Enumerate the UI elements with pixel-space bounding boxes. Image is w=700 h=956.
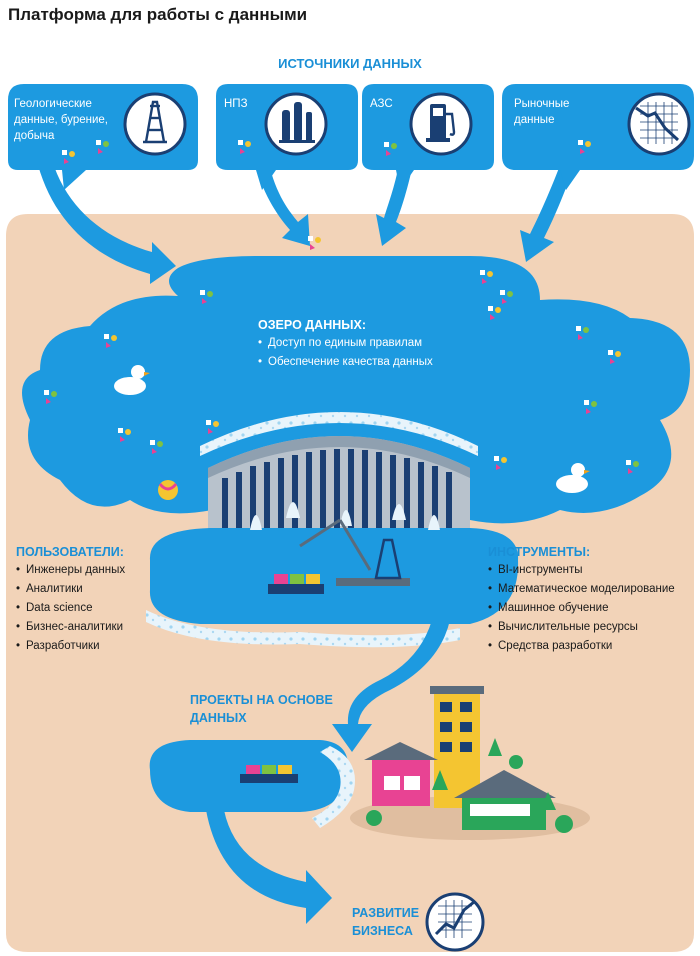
list-item: Data science xyxy=(16,599,125,618)
fountains xyxy=(250,502,440,530)
data-lake-cloud xyxy=(22,256,690,524)
business-heading: РАЗВИТИЕ БИЗНЕСА xyxy=(352,904,419,940)
list-item: Бизнес-аналитики xyxy=(16,618,125,637)
list-item: Доступ по единым правилам xyxy=(258,334,433,353)
list-item: Аналитики xyxy=(16,580,125,599)
projects-heading-line2: ДАННЫХ xyxy=(190,711,247,725)
list-item: Обеспечение качества данных xyxy=(258,353,433,372)
reservoir-foam xyxy=(146,610,460,648)
users-heading: ПОЛЬЗОВАТЕЛИ: xyxy=(16,545,124,559)
projects-heading: ПРОЕКТЫ НА ОСНОВЕ ДАННЫХ xyxy=(190,691,333,727)
source-label-fuel: АЗС xyxy=(370,98,393,110)
tools-list: BI-инструменты Математическое моделирова… xyxy=(488,561,675,656)
list-item: Машинное обучение xyxy=(488,599,675,618)
sources-heading: ИСТОЧНИКИ ДАННЫХ xyxy=(278,56,422,71)
data-lake-block: ОЗЕРО ДАННЫХ: Доступ по единым правилам … xyxy=(258,318,433,372)
list-item: Математическое моделирование xyxy=(488,580,675,599)
lower-reservoir xyxy=(149,528,519,624)
duck xyxy=(556,463,590,493)
oil-rig-icon xyxy=(143,100,167,144)
arrow-to-business xyxy=(206,810,332,924)
falling-chart-icon xyxy=(635,102,680,144)
river-to-projects xyxy=(332,620,450,752)
business-heading-line2: БИЗНЕСА xyxy=(352,924,413,938)
projects-heading-line1: ПРОЕКТЫ НА ОСНОВЕ xyxy=(190,693,333,707)
source-label-geology: Геологические данные, бурение, добыча xyxy=(14,98,108,142)
list-item: BI-инструменты xyxy=(488,561,675,580)
cargo-boat xyxy=(268,574,324,594)
source-label-refinery: НПЗ xyxy=(224,98,248,110)
duck xyxy=(114,365,150,395)
data-particles xyxy=(44,140,639,474)
city-buildings xyxy=(350,686,590,840)
users-list: Инженеры данных Аналитики Data science Б… xyxy=(16,561,125,656)
business-heading-line1: РАЗВИТИЕ xyxy=(352,906,420,920)
fuel-pump-icon xyxy=(426,104,456,142)
data-lake-heading: ОЗЕРО ДАННЫХ: xyxy=(258,318,366,332)
crane-barge xyxy=(299,518,410,586)
project-lake-foam xyxy=(312,746,355,828)
project-boat xyxy=(240,765,298,783)
beach-ball xyxy=(158,480,178,500)
list-item: Разработчики xyxy=(16,637,125,656)
refinery-icon xyxy=(279,102,315,143)
data-lake-list: Доступ по единым правилам Обеспечение ка… xyxy=(258,334,433,372)
page-title: Платформа для работы с данными xyxy=(8,5,308,24)
tools-block: ИНСТРУМЕНТЫ: BI-инструменты Математическ… xyxy=(488,543,675,656)
list-item: Инженеры данных xyxy=(16,561,125,580)
tools-heading: ИНСТРУМЕНТЫ: xyxy=(488,545,591,559)
source-label-market: Рыночные данные xyxy=(514,98,570,126)
list-item: Средства разработки xyxy=(488,637,675,656)
source-box-market xyxy=(502,84,694,190)
users-block: ПОЛЬЗОВАТЕЛИ: Инженеры данных Аналитики … xyxy=(16,543,125,656)
rising-chart-icon xyxy=(434,900,475,938)
list-item: Вычислительные ресурсы xyxy=(488,618,675,637)
